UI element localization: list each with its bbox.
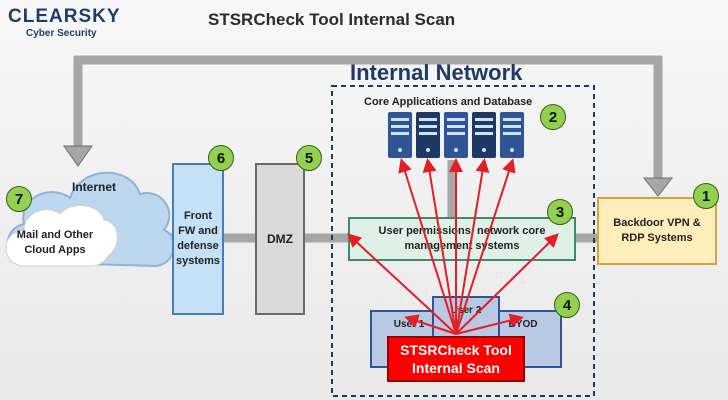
- scan-arrow: [455, 158, 516, 335]
- vpn-line: RDP Systems: [621, 232, 693, 244]
- server-icon: [500, 112, 524, 158]
- loop-arrow-head-left: [63, 145, 93, 167]
- badge-4: 4: [554, 292, 580, 318]
- clearsky-logo: CLEARSKY: [8, 6, 121, 27]
- badge-2: 2: [540, 104, 566, 130]
- scan-arrow: [455, 158, 490, 335]
- loop-arrow: [73, 55, 663, 178]
- server-icon: [416, 112, 440, 158]
- firewall-line: Front: [183, 210, 213, 223]
- badge-7: 7: [6, 186, 32, 212]
- permissions-line: management systems: [404, 240, 520, 252]
- backdoor-vpn-box: Backdoor VPN & RDP Systems: [597, 197, 717, 265]
- badge-3: 3: [547, 199, 573, 225]
- scan-arrow: [404, 314, 457, 335]
- badge-5: 5: [296, 145, 322, 171]
- internet-label: Internet: [72, 180, 117, 194]
- server-icon: [388, 112, 412, 158]
- internet-cloud: [5, 171, 175, 268]
- scan-arrow: [347, 233, 457, 335]
- server-rack: [388, 112, 524, 158]
- scan-line: STSRCheck Tool: [400, 341, 512, 358]
- loop-arrow-head-right: [642, 177, 674, 197]
- page-title: STSRCheck Tool Internal Scan: [208, 10, 456, 29]
- vpn-line: Backdoor VPN &: [613, 217, 701, 230]
- firewall-line: systems: [175, 254, 221, 267]
- badge-6: 6: [208, 145, 234, 171]
- scan-line: Internal Scan: [412, 360, 500, 376]
- scan-arrow: [455, 233, 559, 335]
- core-apps-title: Core Applications and Database: [364, 96, 533, 108]
- internal-network-title: Internal Network: [350, 60, 523, 85]
- firewall-line: defense: [177, 240, 219, 252]
- server-icon: [444, 112, 468, 158]
- cloud-apps-line: Mail and Other: [16, 229, 94, 241]
- permissions-line: User permissions, network core: [378, 225, 546, 238]
- internal-network-boundary: [331, 85, 595, 397]
- logo-tagline: Cyber Security: [26, 28, 97, 39]
- cloud-apps-line: Cloud Apps: [24, 243, 86, 256]
- server-icon: [472, 112, 496, 158]
- scan-arrow: [398, 158, 457, 335]
- cloud-apps-label: Mail and Other Cloud Apps: [0, 228, 110, 258]
- dmz-label: DMZ: [267, 232, 293, 246]
- firewall-line: FW and: [178, 225, 218, 238]
- stsrcheck-scan-box: STSRCheck Tool Internal Scan: [387, 336, 525, 382]
- scan-arrow: [422, 158, 457, 335]
- scan-arrow: [455, 313, 524, 335]
- dmz-box: DMZ: [255, 163, 305, 315]
- front-firewall-box: Front FW and defense systems: [172, 163, 224, 315]
- badge-1: 1: [693, 183, 719, 209]
